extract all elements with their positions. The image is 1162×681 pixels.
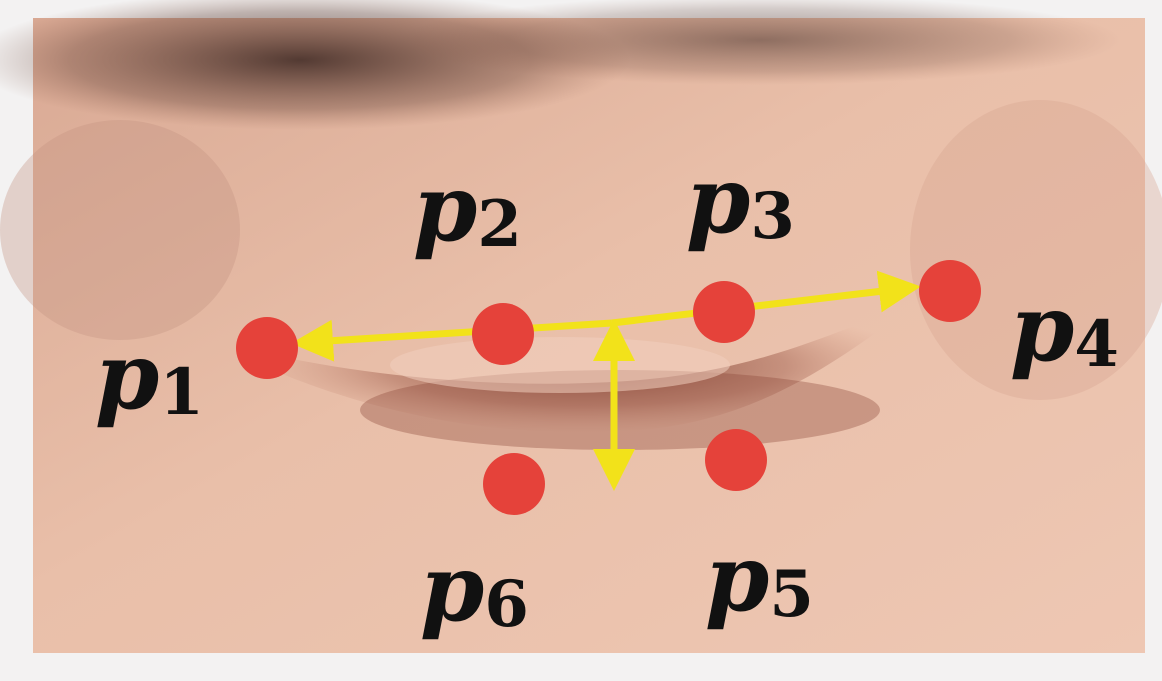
landmark-point-p4	[919, 260, 981, 322]
landmark-point-p1	[236, 317, 298, 379]
landmark-point-p5	[705, 429, 767, 491]
landmark-point-p6	[483, 453, 545, 515]
landmark-point-p2	[472, 303, 534, 365]
landmark-point-p3	[693, 281, 755, 343]
